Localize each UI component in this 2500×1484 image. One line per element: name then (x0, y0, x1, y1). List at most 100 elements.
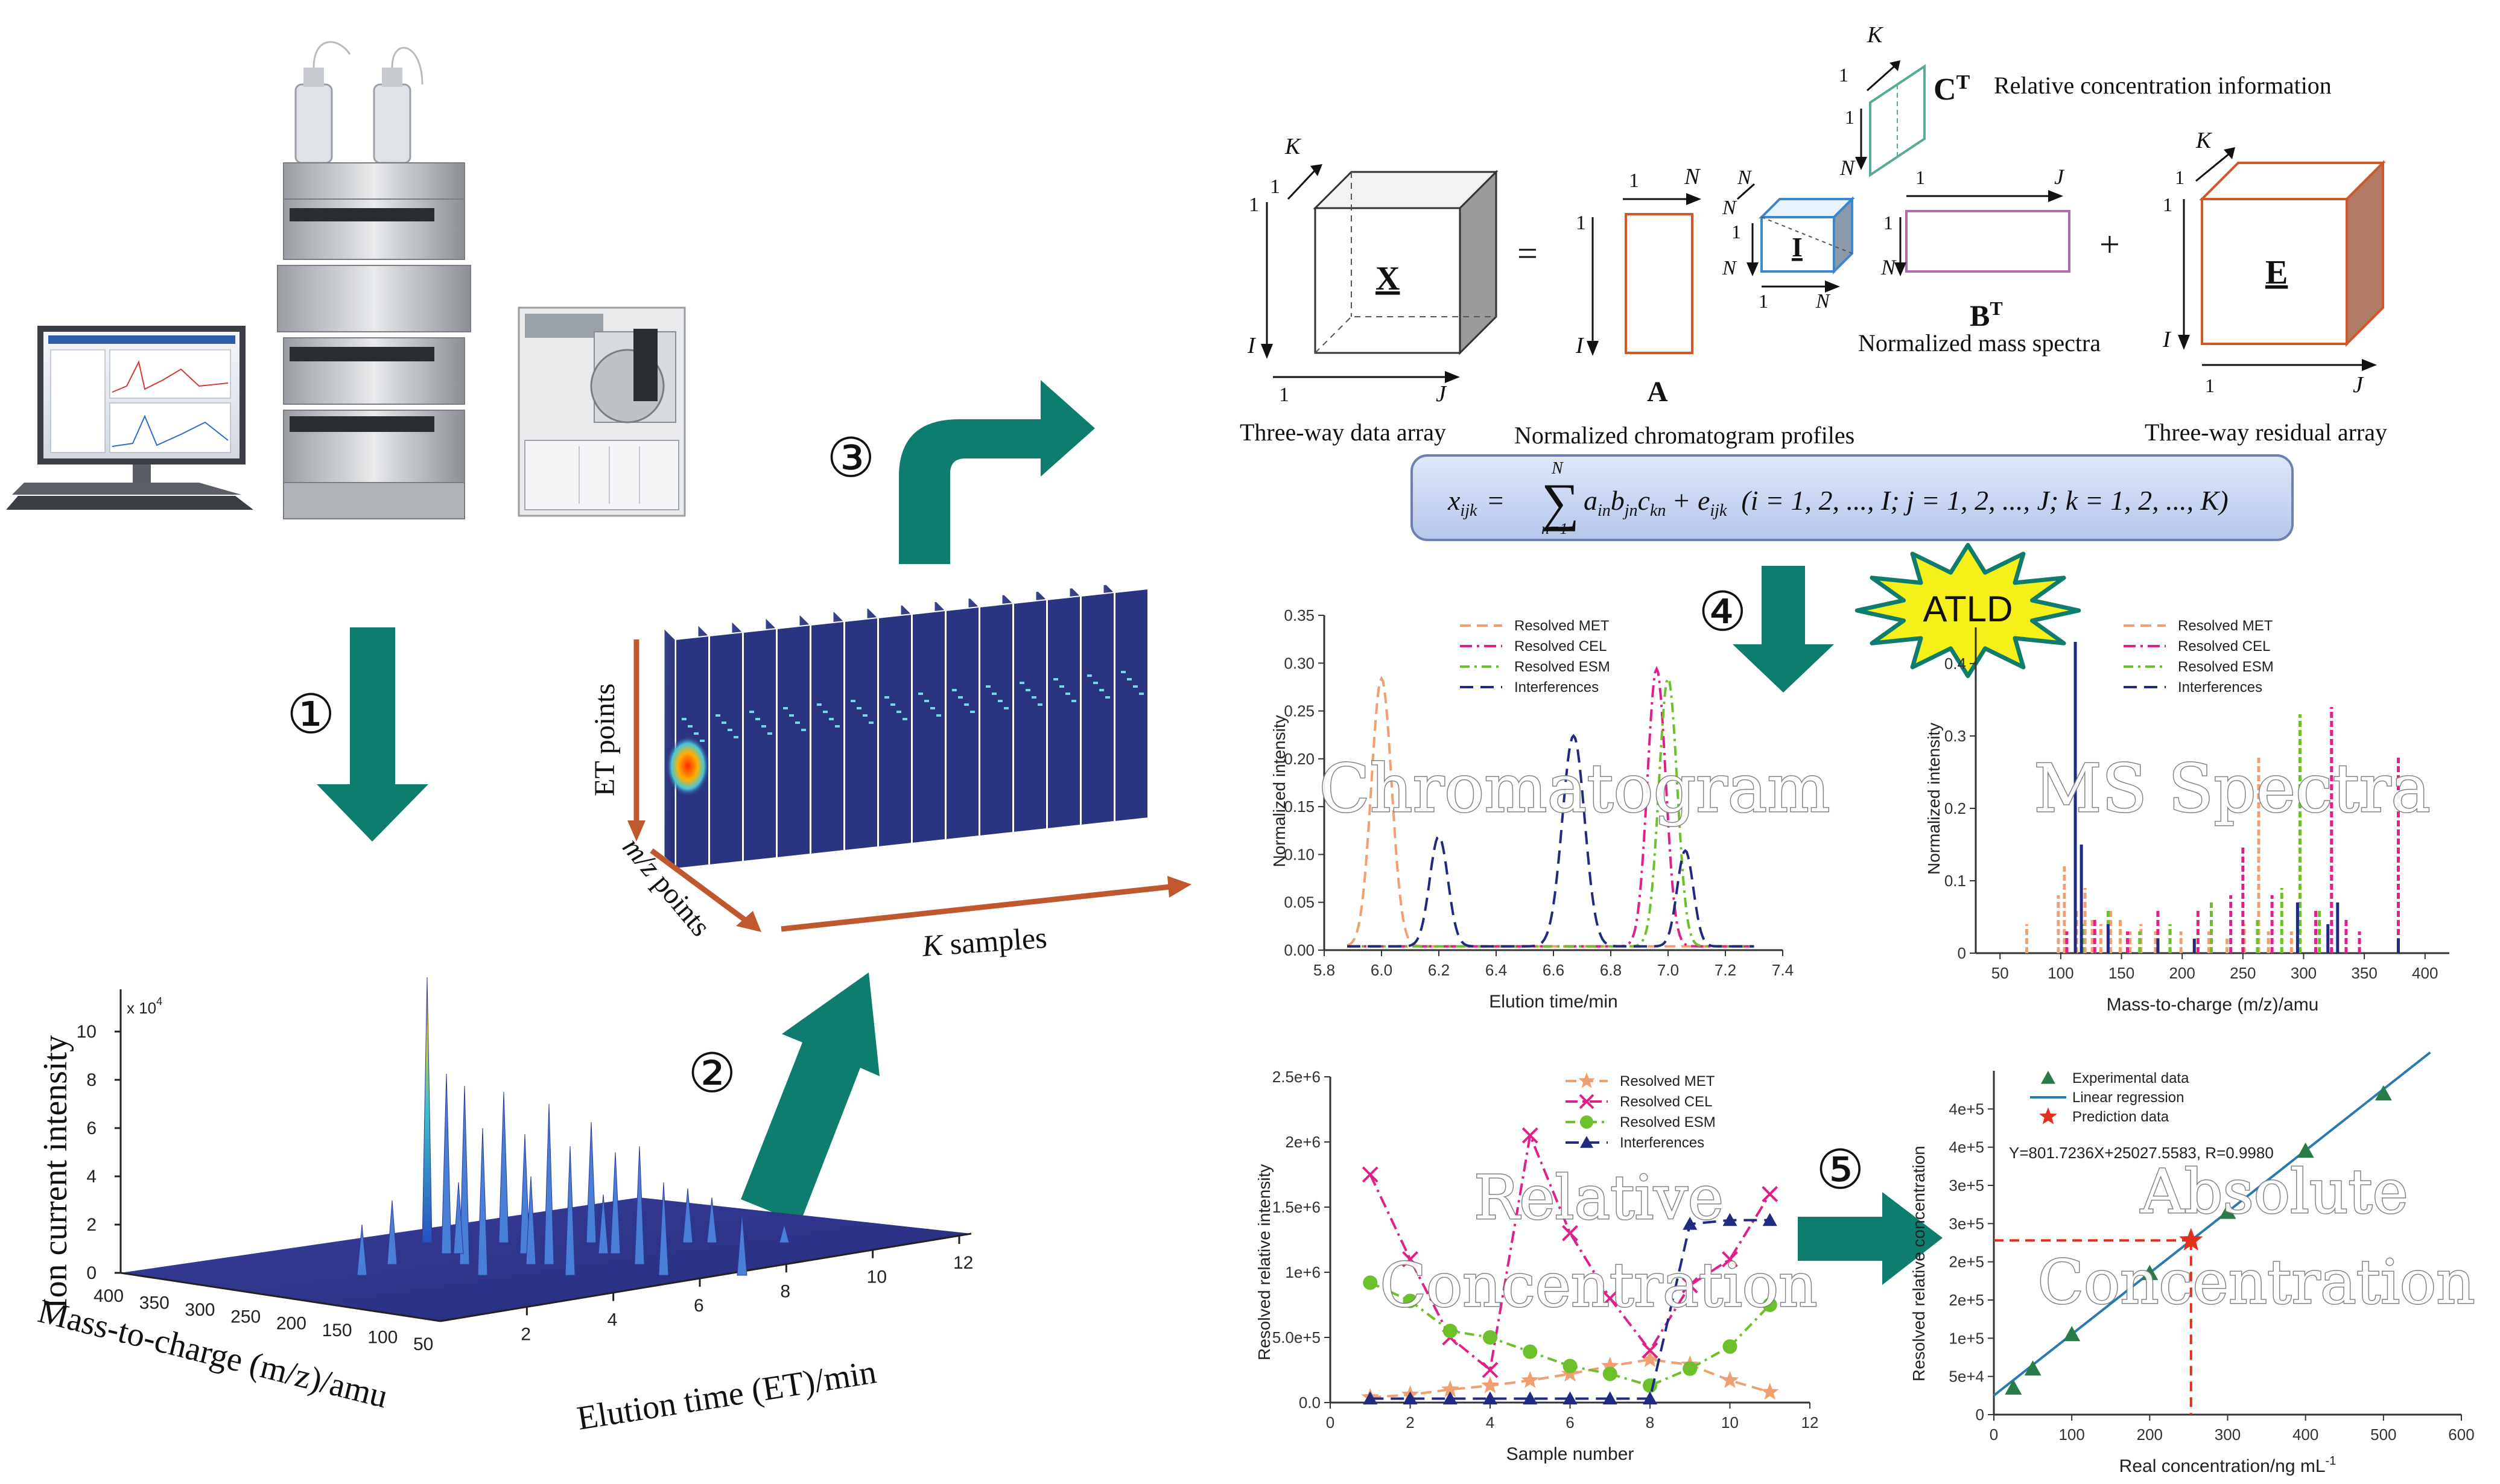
surface-peak (610, 1152, 621, 1254)
x-tick-label: 350 (2351, 964, 2377, 982)
cube-slab-face (709, 631, 743, 866)
surface-peak (477, 1127, 488, 1276)
rel-series-line (1370, 1219, 1770, 1400)
bt-matrix (1905, 210, 2070, 273)
legend-entry: Resolved ESM (1514, 659, 1610, 675)
cube-signal (1099, 689, 1104, 691)
rel-point (1602, 1391, 1617, 1405)
rel-point (1722, 1213, 1737, 1226)
x-tick-label: 0 (1326, 1413, 1334, 1432)
rel-point (1722, 1251, 1738, 1267)
rel-point-stroke (1562, 1225, 1578, 1241)
surface-peak (357, 1224, 367, 1276)
experimental-point (2375, 1085, 2392, 1101)
experimental-point (2219, 1203, 2236, 1219)
y-tick-label: 2e+5 (1949, 1253, 1984, 1271)
x-idx-1-top: 1 (1249, 194, 1259, 216)
a-idx-n: N (1684, 164, 1701, 189)
rel-point (1642, 1342, 1658, 1359)
rel-point-stroke (1762, 1185, 1778, 1202)
cube-signal (1026, 689, 1030, 691)
x-tick-label: 6.2 (1428, 961, 1450, 979)
rel-point-stroke (1402, 1251, 1418, 1267)
y-tick-label: 1e+5 (1949, 1329, 1984, 1347)
y-tick-label: 1.5e+6 (1272, 1198, 1321, 1216)
surface-peak (387, 1200, 398, 1265)
rel-point (1721, 1371, 1739, 1388)
surface-peak (737, 1212, 747, 1276)
surface-peak (658, 1182, 669, 1276)
surface-peak (706, 1197, 717, 1243)
cube-slab-face (912, 609, 946, 845)
y-tick-label: 4e+5 (1949, 1100, 1984, 1118)
x-tick-label: 6 (1566, 1413, 1574, 1432)
rel-point (1483, 1391, 1497, 1405)
cube-signal (1032, 696, 1036, 699)
atld-star-shape (1854, 543, 2081, 678)
rel-point (1403, 1293, 1418, 1308)
trilinear-decomposition: X 1 1 K I 1 J Three-way data array = 1 1… (1240, 22, 2387, 541)
bt-idx-n: N (1880, 255, 1897, 279)
cube-signal (817, 703, 822, 706)
rel-series-line (1369, 1130, 1771, 1372)
surface-z-label: Ion current intensity (37, 1035, 74, 1309)
surface-peak (598, 1194, 609, 1254)
cube-signal (783, 707, 788, 709)
y-tick-label: 0.35 (1284, 606, 1315, 624)
chrom-ghost-title: Chromatogram (1319, 750, 1830, 827)
normalized-mass-spectra-label: Normalized mass spectra (1858, 329, 2101, 357)
cube-signal (924, 700, 929, 702)
mz-tick-label: 300 (185, 1300, 215, 1320)
legend-entry: Interferences (2178, 679, 2262, 696)
cube-signal (749, 711, 754, 713)
x-tick-label: 7.4 (1772, 961, 1794, 979)
ms-ghost-title: MS Spectra (2034, 750, 2431, 827)
cube-signal (986, 685, 991, 688)
mz-tick-label: 100 (367, 1328, 398, 1348)
cube-signal (1139, 693, 1144, 695)
cube-signal (1038, 703, 1042, 706)
sum-sign: ∑ (1541, 474, 1579, 532)
sum-upper-limit: N (1551, 459, 1564, 478)
y-tick-label: 5e+4 (1949, 1368, 1984, 1386)
cube-signal (903, 718, 907, 720)
et-tick-label: 12 (953, 1253, 973, 1273)
cube-signal (851, 700, 855, 702)
legend-entry: Interferences (1620, 1135, 1704, 1151)
rel-point (1483, 1330, 1497, 1345)
legend-entry: Resolved CEL (1620, 1094, 1712, 1110)
cube-signal (1004, 707, 1009, 709)
rel-point (1601, 1356, 1619, 1374)
cube-signal (761, 725, 766, 728)
i-idx-n-left: N (1722, 257, 1737, 279)
surface-peak (586, 1121, 597, 1243)
legend-marker (2039, 1107, 2057, 1124)
rel-y-label: Resolved relative intensity (1255, 1164, 1274, 1360)
rel-point-stroke (1602, 1290, 1619, 1307)
x-tick-label: 6.8 (1600, 961, 1622, 979)
x-tick-label: 6.0 (1371, 961, 1392, 979)
cube-slab-face (1047, 595, 1081, 830)
a-idx-1-top: 1 (1576, 212, 1586, 234)
rel-ghost-title-1: Relative (1474, 1162, 1724, 1233)
step-3-arrow (899, 380, 1095, 564)
three-way-data-array-label: Three-way data array (1240, 419, 1446, 446)
x-tick-label: 300 (2291, 964, 2317, 982)
cube-signal (1020, 682, 1024, 684)
rel-point-stroke (1722, 1251, 1738, 1267)
identity-cube: I (1759, 196, 1855, 274)
step-4-label: ④ (1698, 583, 1747, 642)
prediction-point (2179, 1228, 2203, 1251)
cube-signal (863, 714, 868, 717)
mz-tick-label: 350 (139, 1293, 170, 1313)
cube-signal (801, 729, 806, 731)
i-idx-n-bottom: N (1815, 290, 1831, 312)
bt-idx-j: J (2054, 165, 2065, 189)
mz-tick-label: 150 (322, 1321, 352, 1340)
x-tick-label: 500 (2370, 1425, 2396, 1444)
cube-signal (992, 693, 997, 695)
rel-ghost-title-2: Concentration (1380, 1250, 1817, 1321)
step-5-label: ⑤ (1816, 1141, 1865, 1200)
